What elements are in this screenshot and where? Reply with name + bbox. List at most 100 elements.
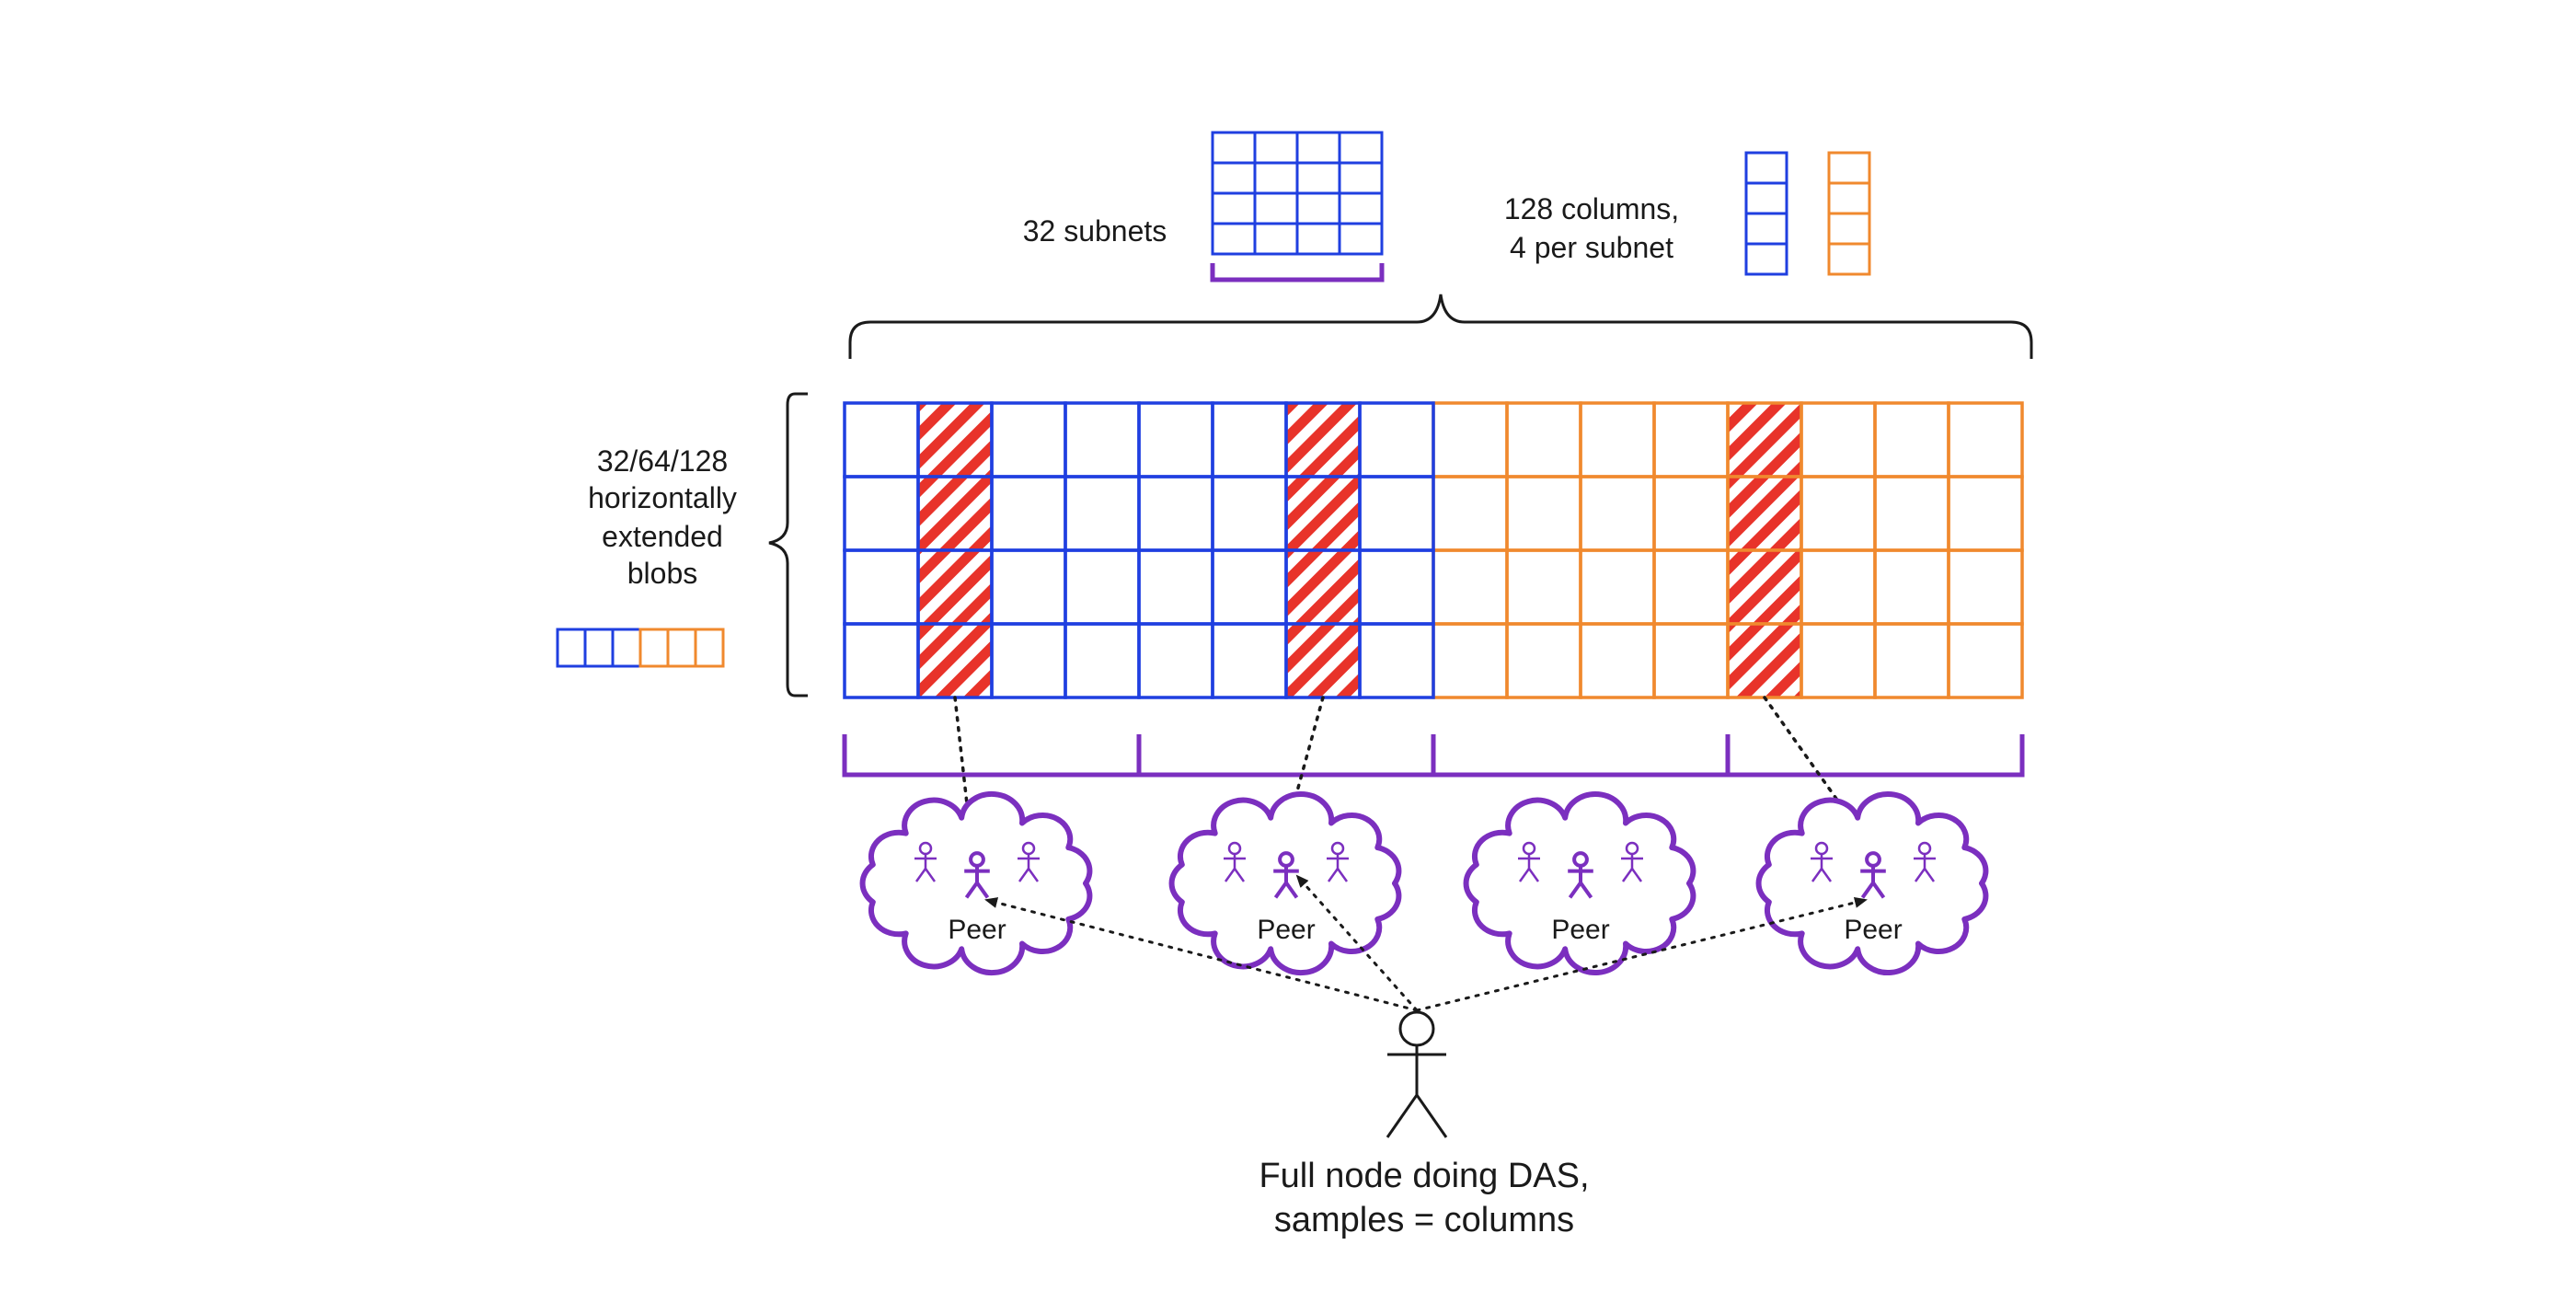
- sampled-cell: [1728, 477, 1801, 550]
- sampled-cell: [918, 403, 992, 477]
- peer-member-icon: [1327, 841, 1349, 882]
- blob-legend-cell: [583, 628, 615, 668]
- full-node-label-line2: samples = columns: [1274, 1201, 1574, 1239]
- sampled-cell: [1728, 550, 1801, 624]
- grid-cell: [1358, 548, 1435, 626]
- peer-member-icon: [1621, 841, 1643, 882]
- grid-cell: [1211, 401, 1288, 478]
- grid-cell: [1432, 475, 1509, 552]
- grid-cell: [1652, 475, 1730, 552]
- subnet-legend-cell: [1338, 161, 1384, 195]
- sampled-cell: [1728, 403, 1801, 477]
- grid-cell: [843, 622, 920, 699]
- grid-cell: [1432, 401, 1509, 478]
- grid-cell: [1947, 401, 2024, 478]
- grid-cell: [1579, 401, 1656, 478]
- grid-cell: [1211, 548, 1288, 626]
- columns-label-line1: 128 columns,: [1504, 192, 1679, 225]
- grid-cell: [1800, 475, 1877, 552]
- column-legend-cell: [1827, 151, 1871, 185]
- grid-cell: [1358, 401, 1435, 478]
- column-legend-cell: [1744, 212, 1788, 246]
- grid-cell: [1947, 475, 2024, 552]
- grid-cell: [1505, 475, 1582, 552]
- peer-icon: [964, 851, 990, 899]
- blob-row-legend: [556, 628, 725, 668]
- grid-cell: [1064, 475, 1141, 552]
- grid-cell: [990, 622, 1067, 699]
- peer-label: Peer: [1551, 915, 1609, 945]
- peer-icon: [1273, 851, 1299, 899]
- sampled-cell: [918, 550, 992, 624]
- sampled-cell: [1286, 624, 1360, 697]
- subnet-legend-cell: [1338, 222, 1384, 256]
- peer-member-icon: [1914, 841, 1936, 882]
- peer-cloud: Peer: [1755, 790, 1989, 976]
- top-brace: [848, 294, 2033, 359]
- subnet-legend-cell: [1295, 222, 1341, 256]
- grid-cell: [1064, 548, 1141, 626]
- grid-cell: [1505, 401, 1582, 478]
- subnet-legend-cell: [1338, 131, 1384, 165]
- blob-legend-cell: [638, 628, 670, 668]
- main-data-grid: [843, 401, 2024, 699]
- subnet-legend-cell: [1211, 161, 1257, 195]
- sampled-cell: [1286, 550, 1360, 624]
- column-legend-cell: [1744, 242, 1788, 276]
- subnet-legend-cell: [1253, 191, 1299, 225]
- subnet-legend-cell: [1253, 131, 1299, 165]
- grid-cell: [1505, 548, 1582, 626]
- blob-legend-cell: [556, 628, 587, 668]
- full-node-figure: [1386, 1010, 1448, 1138]
- subnet-legend-cell: [1295, 131, 1341, 165]
- subnet-legend-grid: [1210, 131, 1385, 282]
- grid-cell: [1947, 622, 2024, 699]
- subnet-bracket: [842, 734, 1142, 778]
- grid-cell: [843, 475, 920, 552]
- grid-cell: [1652, 548, 1730, 626]
- sampled-cell: [1286, 403, 1360, 477]
- blobs-label-line2: horizontally: [588, 481, 737, 514]
- subnet-legend-cell: [1211, 222, 1257, 256]
- grid-cell: [1137, 548, 1214, 626]
- subnet-legend-cell: [1211, 131, 1257, 165]
- request-arrow: [1415, 897, 1868, 1012]
- column-legend-cell: [1827, 242, 1871, 276]
- column-legend-cell: [1744, 181, 1788, 215]
- sampled-cell: [1286, 477, 1360, 550]
- grid-cell: [1137, 475, 1214, 552]
- peer-label: Peer: [1257, 915, 1315, 945]
- peer-member-icon: [1224, 841, 1246, 882]
- grid-cell: [1579, 548, 1656, 626]
- grid-cell: [1137, 401, 1214, 478]
- grid-cell: [1137, 622, 1214, 699]
- grid-cell: [1873, 622, 1950, 699]
- peer-icon: [1568, 851, 1593, 899]
- columns-label-line2: 4 per subnet: [1510, 231, 1673, 264]
- subnet-bracket: [1431, 734, 1731, 778]
- grid-cell: [990, 401, 1067, 478]
- request-arrows: [984, 874, 1868, 1012]
- grid-cell: [1800, 548, 1877, 626]
- grid-cell: [1064, 622, 1141, 699]
- column-legend-cell: [1827, 212, 1871, 246]
- grid-cell: [1358, 475, 1435, 552]
- blobs-label-line4: blobs: [627, 557, 698, 590]
- peer-label: Peer: [1844, 915, 1902, 945]
- grid-cell: [1873, 548, 1950, 626]
- peer-label: Peer: [948, 915, 1006, 945]
- blob-legend-cell: [611, 628, 642, 668]
- grid-cell: [843, 401, 920, 478]
- sampled-cell: [918, 477, 992, 550]
- grid-cell: [1211, 475, 1288, 552]
- peer-icon: [1860, 851, 1886, 899]
- request-arrow: [984, 897, 1419, 1012]
- subnet-legend-cell: [1338, 191, 1384, 225]
- blob-legend-cell: [666, 628, 697, 668]
- column-legend-cell: [1827, 181, 1871, 215]
- full-node-label-line1: Full node doing DAS,: [1259, 1157, 1589, 1195]
- peer-clouds: Peer Peer Peer Peer: [859, 790, 1989, 976]
- grid-cell: [1505, 622, 1582, 699]
- subnet-legend-bracket: [1210, 263, 1385, 282]
